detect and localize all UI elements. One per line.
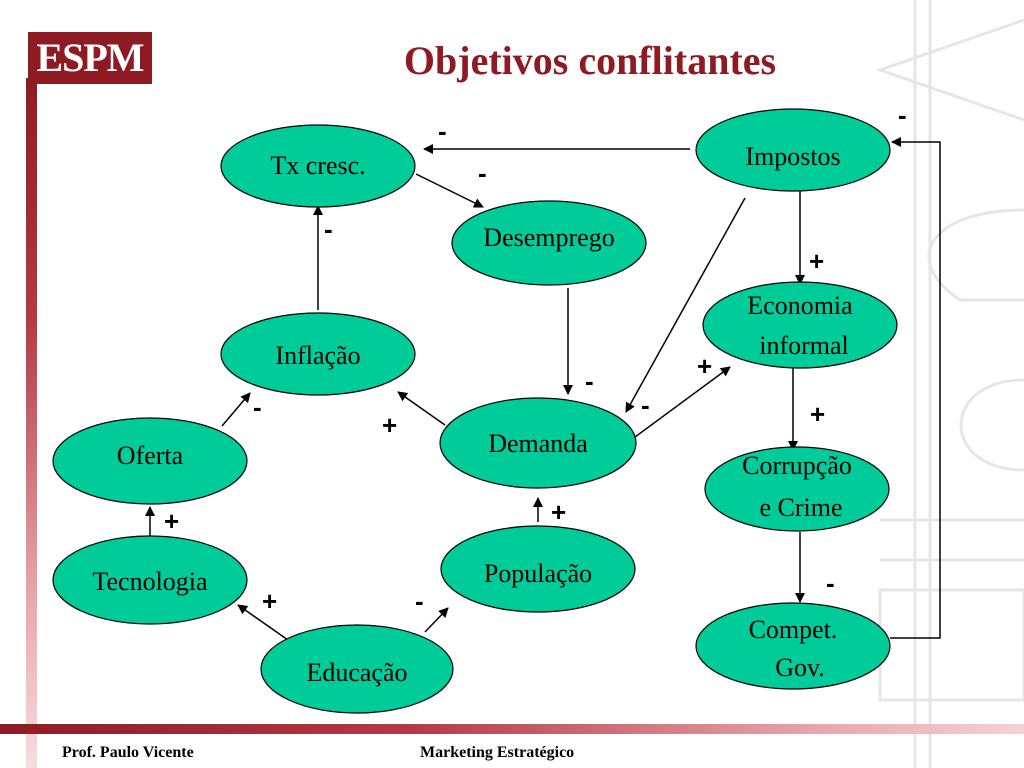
node-corrupcao-e-crime: Corrupção e Crime (704, 446, 890, 532)
footer-course-title: Marketing Estratégico (420, 744, 575, 761)
node-oferta: Oferta (52, 417, 248, 505)
sign-educacao-populacao: - (415, 586, 424, 616)
edge-educacao-tecnologia (237, 604, 289, 641)
espm-logo: ESPM (28, 32, 152, 84)
sign-impostos-tx-cresc: - (438, 116, 447, 146)
node-economia-informal: Economia informal (702, 281, 898, 369)
sign-demanda-economia-informal: + (697, 351, 712, 381)
node-tecnologia: Tecnologia (52, 535, 248, 625)
node-label: Inflação (275, 341, 360, 370)
edge-demanda-economia-informal (634, 366, 731, 438)
node-label: Tx cresc. (270, 151, 365, 180)
sign-economia-informal-corrupcao: + (810, 399, 825, 429)
node-label: Corrupção (742, 451, 852, 480)
sign-demanda-inflacao: + (382, 410, 397, 440)
node-label: Demanda (488, 429, 588, 458)
node-tx-cresc: Tx cresc. (220, 124, 416, 208)
node-educacao: Educação (260, 624, 454, 714)
node-compet-gov: Compet. Gov. (695, 602, 891, 690)
node-inflacao: Inflação (220, 312, 416, 396)
sign-compet-gov-impostos: - (898, 100, 907, 130)
background-watermark (875, 0, 1024, 768)
node-impostos: Impostos (695, 108, 891, 192)
edge-impostos-demanda (625, 197, 746, 413)
edge-educacao-populacao (424, 607, 449, 633)
edge-oferta-inflacao (221, 392, 251, 427)
node-demanda: Demanda (439, 397, 637, 489)
sign-impostos-economia-informal: + (809, 246, 824, 276)
edge-tx-cresc-desemprego (415, 173, 484, 208)
edge-compet-gov-impostos (890, 137, 941, 639)
sign-educacao-tecnologia: + (262, 586, 277, 616)
sign-populacao-demanda: + (551, 497, 566, 527)
node-populacao: População (440, 525, 636, 613)
footer-author: Prof. Paulo Vicente (62, 744, 194, 761)
node-label: Gov. (775, 653, 825, 682)
node-desemprego: Desemprego (451, 200, 647, 286)
node-label: Compet. (749, 615, 838, 644)
node-label: Impostos (745, 142, 840, 171)
node-label: Tecnologia (92, 567, 208, 596)
sign-desemprego-demanda: - (585, 366, 594, 396)
sign-tecnologia-oferta: + (164, 506, 179, 536)
node-label: Desemprego (483, 223, 614, 252)
edge-demanda-inflacao (397, 391, 446, 426)
sign-corrupcao-compet-gov: - (826, 568, 835, 598)
node-label: População (484, 559, 592, 588)
node-label: Economia (747, 291, 853, 320)
sign-tx-cresc-desemprego: - (478, 158, 487, 188)
slide-title: Objetivos conflitantes (403, 38, 777, 83)
node-label: Oferta (117, 441, 184, 470)
left-accent-bar (26, 78, 37, 768)
node-label: e Crime (759, 493, 842, 522)
sign-oferta-inflacao: - (253, 392, 262, 422)
node-label: informal (759, 331, 849, 360)
node-label: Educação (306, 658, 407, 687)
footer-accent-bar (0, 724, 1024, 734)
sign-inflacao-tx-cresc: - (324, 214, 333, 244)
sign-impostos-demanda: - (641, 390, 650, 420)
